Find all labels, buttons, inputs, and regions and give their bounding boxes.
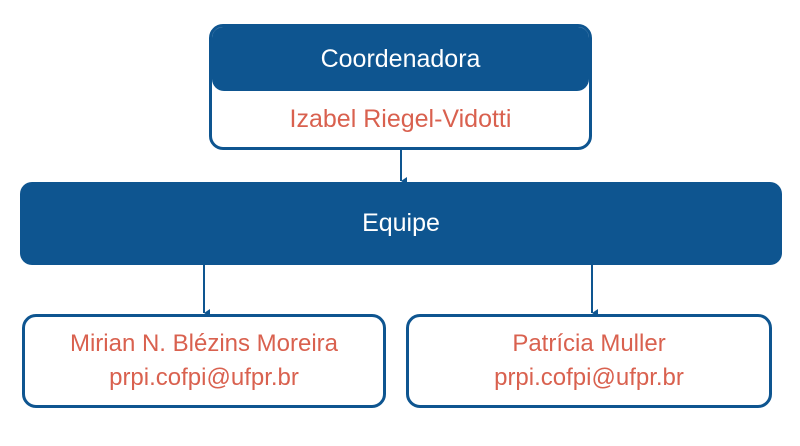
member-name: Mirian N. Blézins Moreira <box>69 330 339 357</box>
member-box-2: Patrícia Muller prpi.cofpi@ufpr.br <box>406 314 772 408</box>
member-email: prpi.cofpi@ufpr.br <box>494 364 684 391</box>
team-box: Equipe <box>20 182 782 265</box>
member-box-1: Mirian N. Blézins Moreira prpi.cofpi@ufp… <box>22 314 386 408</box>
team-title: Equipe <box>362 209 440 237</box>
member-email: prpi.cofpi@ufpr.br <box>109 364 299 391</box>
member-name: Patrícia Muller <box>512 330 666 357</box>
coordinator-box: Coordenadora Izabel Riegel-Vidotti <box>209 24 592 150</box>
coordinator-title: Coordenadora <box>212 27 589 91</box>
coordinator-name: Izabel Riegel-Vidotti <box>289 104 512 133</box>
